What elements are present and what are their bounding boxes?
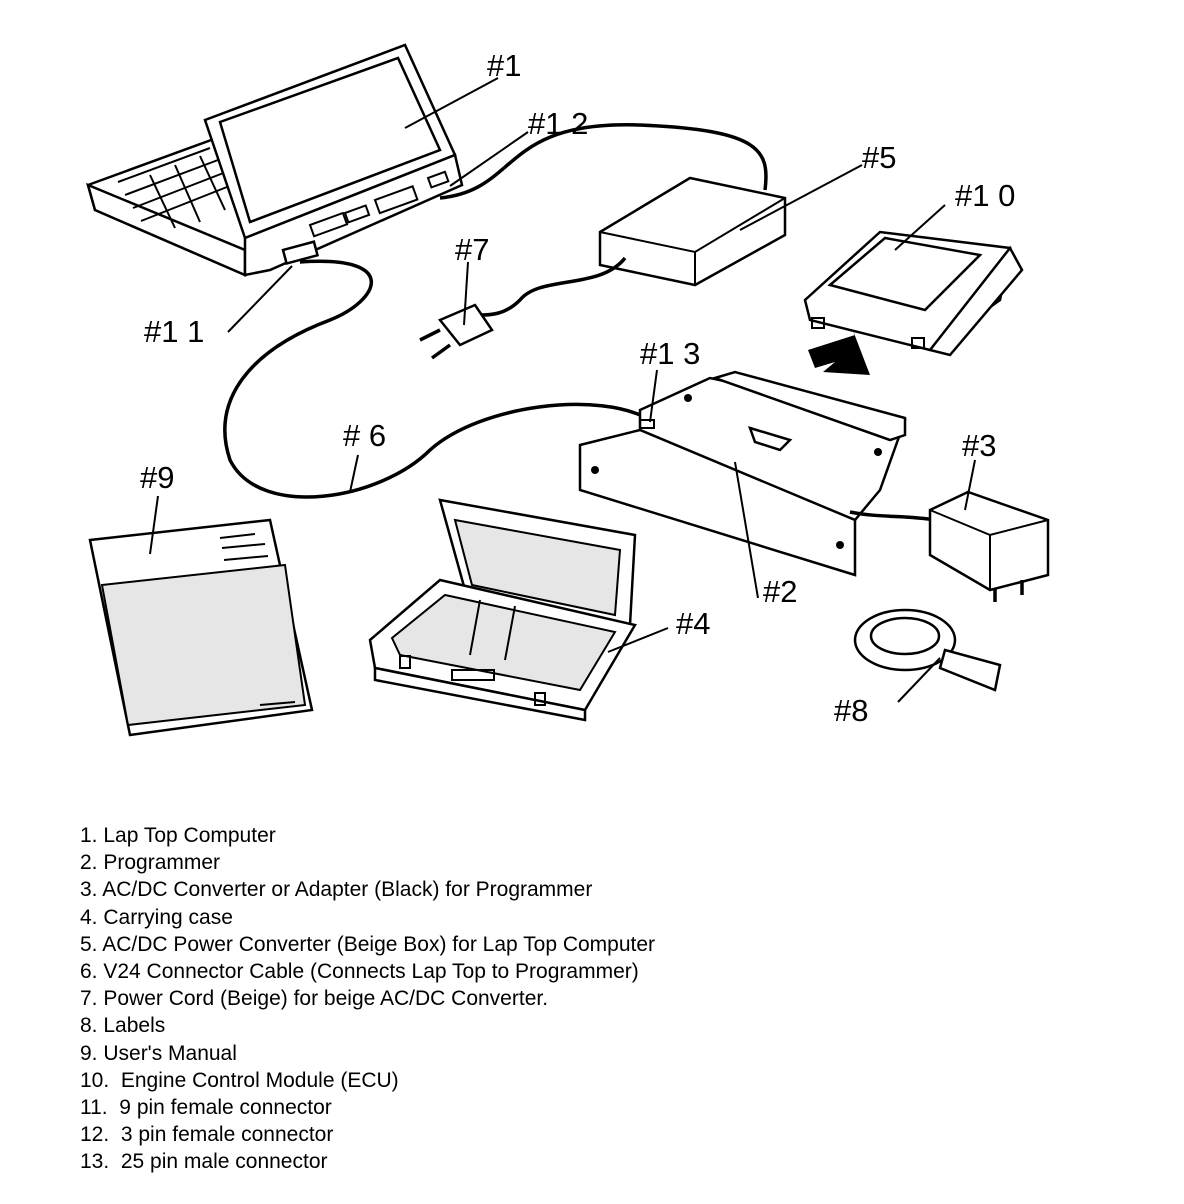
callout-13: #1 3 [640,336,701,371]
callout-4: #4 [676,606,711,641]
callout-9: #9 [140,460,175,495]
legend-item: 8. Labels [80,1014,166,1038]
laptop-drawing [86,43,464,277]
carrying-case-drawing [368,498,637,722]
labels-roll-drawing [853,608,1002,692]
beige-converter-drawing [598,176,787,287]
adapter-drawing [928,490,1050,602]
callout-12: #1 2 [528,106,589,141]
legend-item: 5. AC/DC Power Converter (Beige Box) for… [80,932,656,956]
legend-item: 2. Programmer [80,851,221,875]
insert-arrow [808,328,870,375]
leader-lines [149,77,976,703]
equipment-diagram [86,43,1050,737]
callout-5: #5 [862,140,897,175]
legend-item: 10. Engine Control Module (ECU) [80,1068,399,1092]
callout-2: #2 [763,574,798,609]
legend-item: 6. V24 Connector Cable (Connects Lap Top… [80,959,639,983]
ecu-drawing [803,230,1024,357]
programmer-drawing [578,370,907,577]
callout-8: #8 [834,693,869,728]
parts-legend: 1. Lap Top Computer 2. Programmer 3. AC/… [80,822,655,1175]
legend-item: 12. 3 pin female connector [80,1123,334,1147]
power-plug-drawing [419,303,494,360]
callout-3: #3 [962,428,997,463]
legend-item: 9. User's Manual [80,1041,237,1065]
legend-item: 4. Carrying case [80,905,233,929]
callout-7: #7 [455,232,490,267]
legend-item: 1. Lap Top Computer [80,824,276,847]
legend-item: 7. Power Cord (Beige) for beige AC/DC Co… [80,987,549,1011]
legend-item: 13. 25 pin male connector [80,1150,328,1174]
legend-item: 11. 9 pin female connector [80,1095,332,1119]
callout-11: #1 1 [144,314,205,349]
callout-6: # 6 [343,418,387,453]
callout-10: #1 0 [955,178,1016,213]
manual-drawing [88,518,314,737]
callout-1: #1 [487,48,522,83]
legend-item: 3. AC/DC Converter or Adapter (Black) fo… [80,878,593,902]
